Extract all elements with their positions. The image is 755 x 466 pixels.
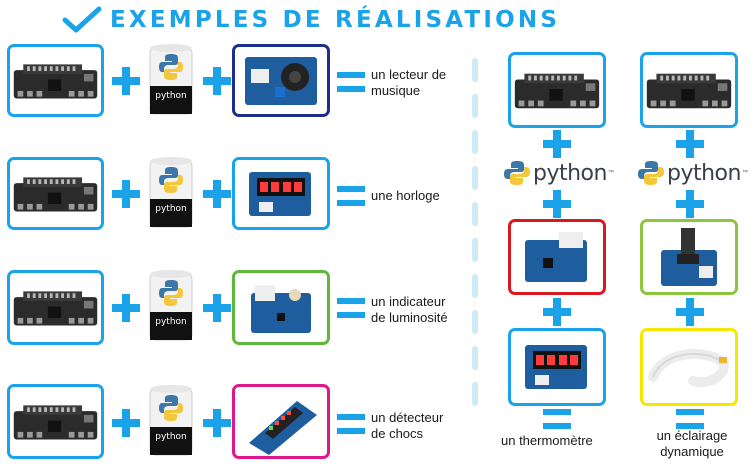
plus-icon xyxy=(543,298,571,326)
board-image-col-1 xyxy=(508,52,606,128)
python-bottle-icon: python xyxy=(146,42,196,120)
light-sensor-module-image xyxy=(232,270,330,345)
plus-icon xyxy=(112,180,140,208)
board-image-col-2 xyxy=(640,52,738,128)
page-header: EXEMPLES DE RÉALISATIONS xyxy=(62,4,560,36)
python-snake-icon xyxy=(504,161,530,185)
equals-icon xyxy=(337,186,365,206)
temperature-sensor-image xyxy=(508,219,606,295)
plus-icon xyxy=(112,67,140,95)
python-bottle-icon: python xyxy=(146,155,196,233)
python-snake-icon xyxy=(638,161,664,185)
result-label-col-1: un thermomètre xyxy=(501,433,593,448)
plus-icon xyxy=(112,294,140,322)
separator-dash xyxy=(472,274,478,298)
python-bottle-label: python xyxy=(155,204,187,214)
speaker-module-image xyxy=(232,44,330,117)
separator-dash xyxy=(472,346,478,370)
board-image-row-2 xyxy=(7,157,104,230)
rotary-potentiometer-image xyxy=(640,219,738,295)
separator-dash xyxy=(472,238,478,262)
plus-icon xyxy=(203,67,231,95)
plus-icon xyxy=(543,190,571,218)
separator-dash xyxy=(472,94,478,118)
led-strip-image xyxy=(640,328,738,406)
plus-icon xyxy=(543,130,571,158)
python-bottle-label: python xyxy=(155,317,187,327)
board-image-row-1 xyxy=(7,44,104,117)
equals-icon xyxy=(543,409,571,429)
plus-icon xyxy=(676,190,704,218)
plus-icon xyxy=(676,298,704,326)
plus-icon xyxy=(203,180,231,208)
display-module-image xyxy=(232,157,330,230)
plus-icon xyxy=(676,130,704,158)
separator-dash xyxy=(472,130,478,154)
separator-dash xyxy=(472,382,478,406)
plus-icon xyxy=(203,294,231,322)
plus-icon xyxy=(112,409,140,437)
led-bar-module-image xyxy=(232,384,330,459)
equals-icon xyxy=(337,298,365,318)
python-bottle-label: python xyxy=(155,91,187,101)
python-bottle-label: python xyxy=(155,432,187,442)
equals-icon xyxy=(337,72,365,92)
page-title: EXEMPLES DE RÉALISATIONS xyxy=(110,7,561,33)
separator-dash xyxy=(472,310,478,334)
board-image-row-4 xyxy=(7,384,104,459)
separator-dash xyxy=(472,58,478,82)
display-module-image xyxy=(508,328,606,406)
result-label-row-2: une horloge xyxy=(371,188,440,203)
separator-dash xyxy=(472,166,478,190)
separator-dash xyxy=(472,202,478,226)
checkmark-icon xyxy=(62,6,102,33)
python-bottle-icon: python xyxy=(146,268,196,346)
plus-icon xyxy=(203,409,231,437)
equals-icon xyxy=(676,409,704,429)
equals-icon xyxy=(337,414,365,434)
board-image-row-3 xyxy=(7,270,104,345)
python-bottle-icon: python xyxy=(146,383,196,461)
